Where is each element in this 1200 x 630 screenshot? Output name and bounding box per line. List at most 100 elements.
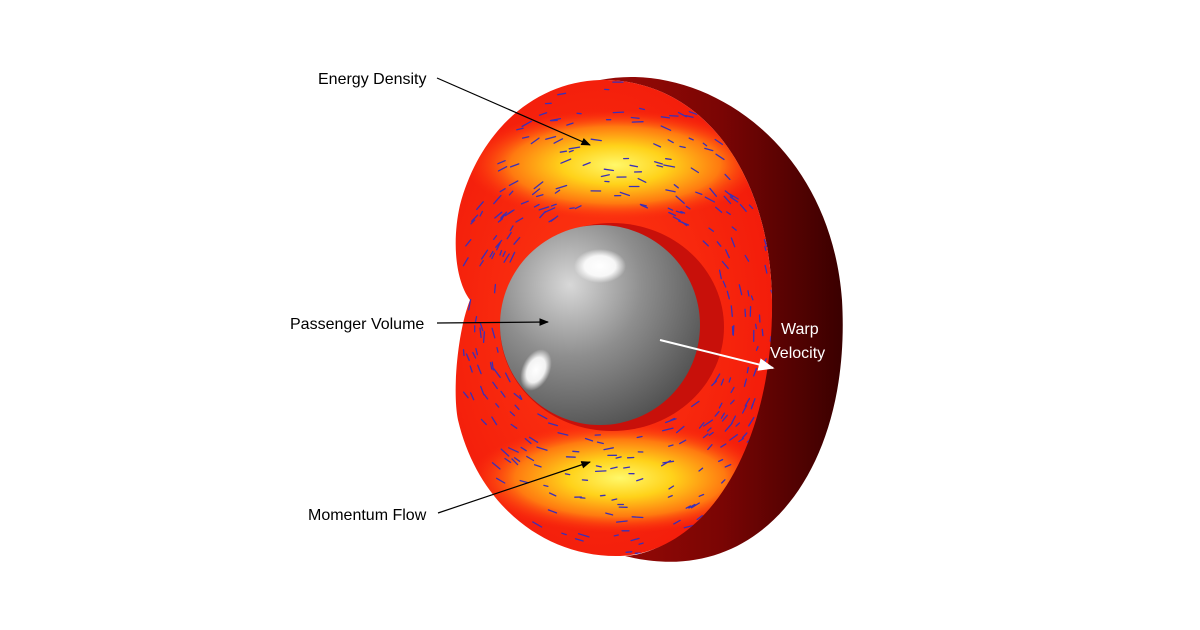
momentum-vector: [667, 207, 674, 211]
momentum-vector: [636, 478, 644, 482]
momentum-vector: [724, 463, 732, 468]
momentum-vector: [738, 437, 745, 443]
momentum-vector: [678, 220, 690, 226]
momentum-vector: [553, 138, 564, 144]
momentum-vector: [514, 404, 520, 410]
momentum-vector: [499, 188, 506, 193]
momentum-vector: [465, 353, 470, 362]
momentum-vector: [703, 419, 714, 427]
momentum-vector: [611, 498, 618, 501]
momentum-vector: [668, 114, 679, 117]
momentum-vector: [493, 368, 501, 378]
momentum-vector: [482, 331, 486, 344]
momentum-vector: [472, 351, 477, 359]
shell-back: [600, 76, 843, 562]
momentum-vector: [696, 514, 703, 521]
momentum-vector: [510, 423, 518, 429]
momentum-vector: [497, 160, 506, 165]
momentum-vector: [547, 422, 559, 427]
momentum-vector: [615, 456, 622, 459]
momentum-vector: [459, 288, 462, 296]
momentum-vector: [638, 107, 646, 111]
passenger-volume-label: Passenger Volume: [290, 316, 424, 333]
momentum-vector: [698, 422, 705, 429]
momentum-vector: [748, 416, 755, 427]
momentum-vector: [730, 237, 736, 248]
momentum-vector: [619, 191, 631, 197]
momentum-vector: [531, 188, 541, 196]
momentum-vector: [720, 443, 727, 448]
momentum-vector: [714, 410, 720, 417]
momentum-vector: [702, 240, 709, 247]
momentum-vector: [503, 253, 510, 263]
momentum-vector: [744, 308, 747, 318]
momentum-vector: [715, 206, 723, 213]
momentum-vector: [509, 251, 516, 263]
momentum-vector: [544, 207, 556, 213]
momentum-vector: [668, 211, 677, 217]
momentum-vector: [521, 136, 530, 139]
momentum-vector: [554, 189, 561, 194]
momentum-vector: [613, 534, 619, 537]
momentum-vector: [715, 153, 725, 161]
momentum-vector: [754, 323, 758, 330]
momentum-vector: [683, 524, 695, 529]
momentum-vector: [724, 190, 734, 198]
momentum-vector: [665, 158, 672, 161]
momentum-vector: [695, 191, 703, 196]
momentum-vector: [623, 466, 631, 469]
momentum-vectors: [459, 81, 773, 554]
momentum-vector: [675, 210, 683, 214]
momentum-vector: [631, 516, 644, 519]
momentum-vector: [673, 184, 679, 189]
momentum-vector: [519, 479, 529, 484]
momentum-vector: [537, 413, 548, 420]
momentum-vector: [532, 521, 543, 528]
momentum-vector: [533, 181, 544, 190]
momentum-vector: [630, 537, 640, 542]
momentum-vector: [741, 432, 748, 439]
warp-label: Warp: [781, 321, 819, 338]
energy-band-upper: [465, 110, 765, 220]
momentum-vector: [513, 236, 521, 245]
momentum-vector: [470, 219, 476, 225]
momentum-vector: [500, 213, 505, 219]
momentum-vector: [724, 173, 731, 181]
momentum-vector: [612, 111, 625, 114]
momentum-vector: [599, 494, 606, 497]
momentum-vector: [545, 135, 557, 140]
momentum-vector: [698, 493, 705, 497]
momentum-vector: [469, 365, 473, 373]
momentum-vector: [470, 214, 479, 222]
momentum-vector: [511, 458, 519, 466]
momentum-vector: [508, 180, 519, 187]
momentum-vector: [479, 322, 484, 332]
momentum-vector: [590, 138, 602, 142]
momentum-vector: [469, 392, 475, 401]
momentum-vector: [497, 218, 503, 223]
momentum-vector: [721, 479, 726, 484]
momentum-vector: [716, 241, 722, 247]
momentum-vector: [577, 533, 590, 538]
momentum-vector: [667, 494, 673, 498]
momentum-vector: [691, 400, 700, 408]
momentum-vector: [732, 325, 735, 336]
momentum-vector: [708, 431, 714, 436]
momentum-vector: [707, 444, 713, 451]
momentum-vector: [764, 245, 767, 252]
momentum-vector: [560, 158, 572, 164]
momentum-vector: [723, 195, 732, 205]
momentum-vector: [688, 110, 698, 115]
momentum-vector: [675, 195, 685, 204]
momentum-vector: [520, 446, 527, 452]
momentum-vector: [750, 295, 754, 301]
momentum-vector: [724, 422, 733, 432]
momentum-vector: [526, 455, 535, 462]
momentum-vector: [656, 164, 664, 168]
passenger-volume-arrow: [436, 318, 549, 326]
momentum-vector: [509, 163, 520, 168]
momentum-vector: [729, 434, 738, 441]
momentum-vector: [709, 187, 718, 197]
momentum-vector: [538, 112, 548, 116]
momentum-vector: [496, 346, 499, 353]
